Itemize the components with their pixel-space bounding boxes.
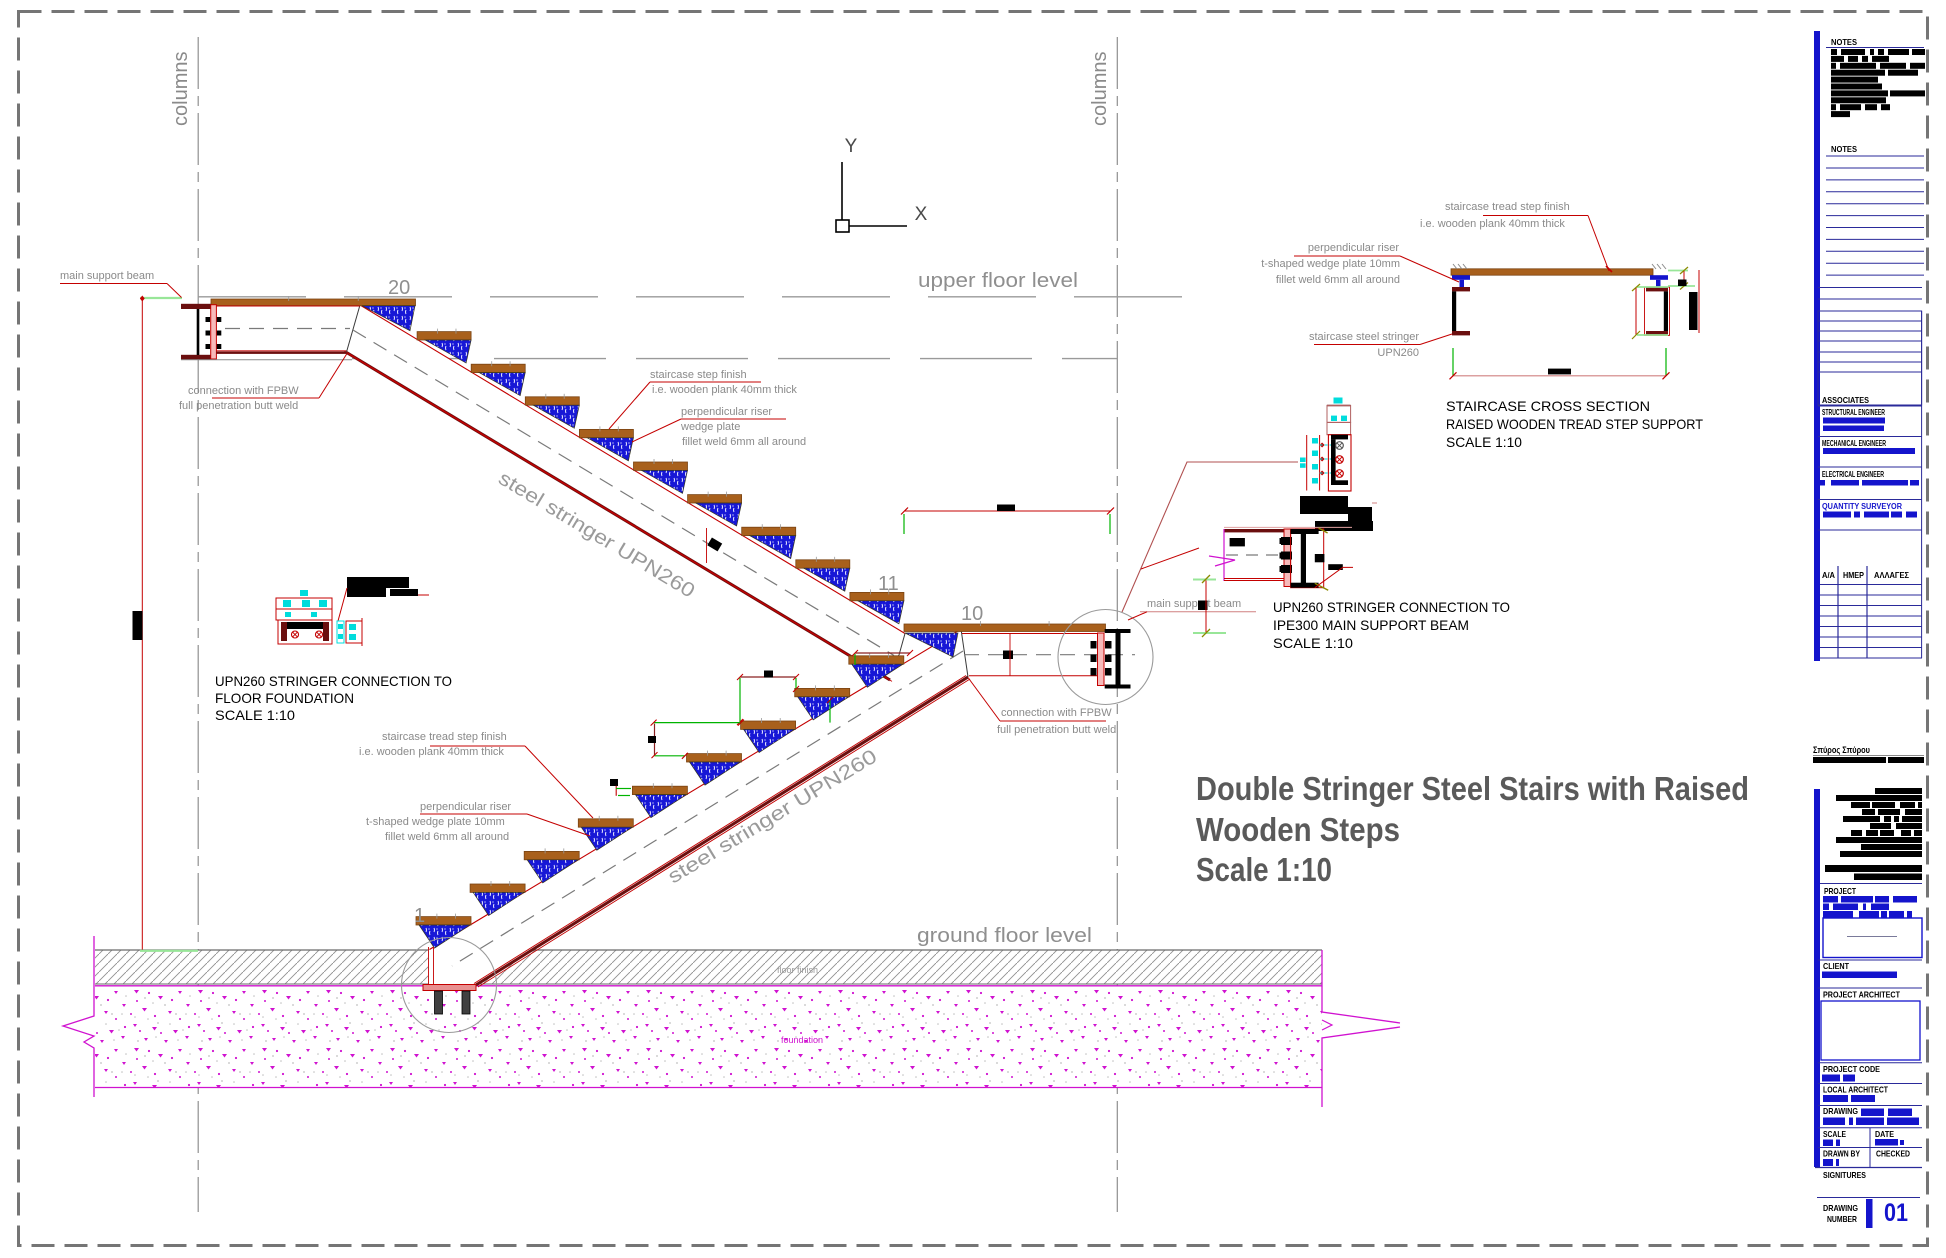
svg-text:01: 01	[1884, 1199, 1908, 1227]
svg-text:STRUCTURAL ENGINEER: STRUCTURAL ENGINEER	[1822, 408, 1885, 417]
svg-text:wedge plate: wedge plate	[680, 421, 740, 433]
svg-text:t-shaped wedge plate 10mm: t-shaped wedge plate 10mm	[1261, 258, 1400, 270]
svg-text:SCALE: SCALE	[1823, 1129, 1846, 1139]
svg-text:SCALE 1:10: SCALE 1:10	[215, 707, 295, 723]
svg-text:NOTES: NOTES	[1831, 37, 1857, 47]
svg-text:ΑΛΛΑΓΕΣ: ΑΛΛΑΓΕΣ	[1874, 570, 1909, 580]
svg-text:connection with FPBW: connection with FPBW	[1001, 707, 1112, 719]
svg-text:full penetration butt weld: full penetration butt weld	[179, 400, 298, 412]
svg-text:full penetration butt weld: full penetration butt weld	[997, 724, 1116, 736]
svg-text:Wooden Steps: Wooden Steps	[1196, 811, 1400, 848]
svg-text:20: 20	[388, 277, 410, 299]
svg-text:RAISED WOODEN TREAD STEP SUPPO: RAISED WOODEN TREAD STEP SUPPORT	[1446, 416, 1703, 432]
svg-text:i.e. wooden plank 40mm thick: i.e. wooden plank 40mm thick	[359, 746, 504, 758]
svg-text:Y: Y	[845, 136, 858, 157]
svg-text:perpendicular riser: perpendicular riser	[1308, 242, 1399, 254]
svg-text:fillet weld 6mm all around: fillet weld 6mm all around	[1276, 274, 1400, 286]
svg-text:DRAWING: DRAWING	[1823, 1203, 1858, 1213]
svg-text:HMEP: HMEP	[1843, 570, 1864, 580]
svg-text:connection with FPBW: connection with FPBW	[188, 385, 299, 397]
svg-text:upper floor level: upper floor level	[918, 270, 1078, 292]
svg-text:ASSOCIATES: ASSOCIATES	[1822, 395, 1869, 405]
svg-text:i.e. wooden plank 40mm thick: i.e. wooden plank 40mm thick	[1420, 218, 1565, 230]
svg-text:i.e. wooden plank 40mm thick: i.e. wooden plank 40mm thick	[652, 384, 797, 396]
svg-text:fillet weld 6mm all around: fillet weld 6mm all around	[682, 436, 806, 448]
svg-text:UPN260 STRINGER CONNECTION TO: UPN260 STRINGER CONNECTION TO	[1273, 599, 1510, 615]
svg-text:perpendicular riser: perpendicular riser	[420, 801, 511, 813]
svg-text:SIGNITURES: SIGNITURES	[1823, 1170, 1866, 1180]
svg-text:staircase tread step finish: staircase tread step finish	[1445, 201, 1570, 213]
svg-text:MECHANICAL ENGINEER: MECHANICAL ENGINEER	[1822, 439, 1886, 448]
svg-text:perpendicular riser: perpendicular riser	[681, 406, 772, 418]
svg-text:1: 1	[414, 905, 425, 927]
svg-text:PROJECT CODE: PROJECT CODE	[1823, 1064, 1880, 1074]
svg-text:t-shaped wedge plate 10mm: t-shaped wedge plate 10mm	[366, 816, 505, 828]
svg-text:Σπύρος Σπύρου: Σπύρος Σπύρου	[1813, 745, 1870, 755]
svg-text:PROJECT: PROJECT	[1824, 886, 1857, 896]
svg-text:ELECTRICAL ENGINEER: ELECTRICAL ENGINEER	[1822, 470, 1884, 479]
svg-text:11: 11	[878, 573, 899, 595]
svg-text:DATE: DATE	[1875, 1129, 1894, 1139]
svg-text:UPN260: UPN260	[1377, 347, 1419, 359]
svg-text:CLIENT: CLIENT	[1823, 961, 1850, 971]
svg-text:Double Stringer Steel Stairs w: Double Stringer Steel Stairs with Raised	[1196, 770, 1749, 807]
svg-text:X: X	[915, 204, 928, 225]
svg-text:PROJECT ARCHITECT: PROJECT ARCHITECT	[1823, 990, 1901, 1000]
svg-text:columns: columns	[1089, 52, 1111, 126]
svg-text:UPN260 STRINGER CONNECTION TO: UPN260 STRINGER CONNECTION TO	[215, 673, 452, 689]
svg-text:LOCAL ARCHITECT: LOCAL ARCHITECT	[1823, 1085, 1889, 1095]
svg-text:foundation: foundation	[781, 1035, 823, 1045]
svg-text:staircase steel stringer: staircase steel stringer	[1309, 331, 1419, 343]
svg-text:FLOOR FOUNDATION: FLOOR FOUNDATION	[215, 690, 354, 706]
svg-text:NOTES: NOTES	[1831, 144, 1857, 154]
svg-text:staircase tread step finish: staircase tread step finish	[382, 731, 507, 743]
svg-text:IPE300 MAIN SUPPORT BEAM: IPE300 MAIN SUPPORT BEAM	[1273, 617, 1469, 633]
svg-text:CHECKED: CHECKED	[1876, 1149, 1910, 1159]
svg-text:QUANTITY SURVEYOR: QUANTITY SURVEYOR	[1822, 502, 1902, 511]
svg-text:STAIRCASE CROSS SECTION: STAIRCASE CROSS SECTION	[1446, 398, 1650, 414]
svg-text:Scale 1:10: Scale 1:10	[1196, 851, 1332, 888]
svg-text:fillet weld 6mm all around: fillet weld 6mm all around	[385, 831, 509, 843]
svg-text:SCALE 1:10: SCALE 1:10	[1446, 434, 1522, 450]
svg-text:SCALE 1:10: SCALE 1:10	[1273, 635, 1353, 651]
svg-text:NUMBER: NUMBER	[1827, 1214, 1857, 1224]
svg-text:DRAWING: DRAWING	[1823, 1106, 1858, 1116]
svg-text:main support beam: main support beam	[60, 270, 154, 282]
svg-text:staircase step finish: staircase step finish	[650, 369, 747, 381]
svg-text:10: 10	[961, 603, 983, 625]
svg-text:columns: columns	[170, 52, 192, 126]
svg-text:A/A: A/A	[1822, 570, 1835, 580]
svg-text:DRAWN BY: DRAWN BY	[1823, 1149, 1860, 1159]
svg-text:main support beam: main support beam	[1147, 598, 1241, 610]
svg-text:ground floor level: ground floor level	[917, 925, 1092, 947]
svg-text:floor finish: floor finish	[777, 965, 818, 975]
